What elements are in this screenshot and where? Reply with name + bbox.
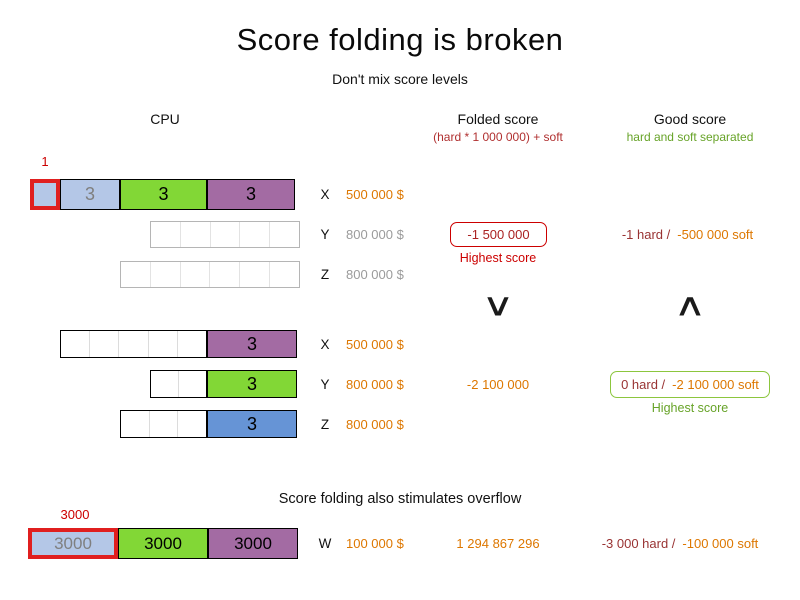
cpu-y-bar-good: 3: [150, 370, 297, 398]
task-segment-green: 3: [120, 179, 207, 210]
empty-cell: [269, 262, 299, 287]
column-header-folded-score: Folded score: [457, 111, 539, 127]
empty-cell: [121, 262, 150, 287]
empty-cell: [149, 262, 180, 287]
empty-cell: [209, 262, 239, 287]
cpu-z-bar-good: 3: [120, 410, 297, 438]
good-score-values: -1 hard / -500 000 soft: [590, 221, 785, 248]
overflow-label-1: 1: [41, 154, 49, 169]
axis-label-y: Y: [320, 227, 330, 242]
axis-label-x: X: [320, 187, 330, 202]
task-segment-purple: 3: [207, 179, 295, 210]
cpu-x-cost: 500 000 $: [346, 187, 404, 202]
soft-score-text: -500 000 soft: [677, 227, 754, 242]
overflow-segment: [30, 179, 60, 210]
task-segment-blue: 3: [207, 410, 297, 438]
overflow-heading: Score folding also stimulates overflow: [278, 491, 522, 507]
good-score-values: -3 000 hard / -100 000 soft: [575, 528, 785, 559]
folded-score-value: 1 294 867 296: [456, 536, 540, 551]
cpu-x-cost: 500 000 $: [346, 336, 404, 352]
soft-score-text: -100 000 soft: [682, 536, 759, 551]
task-segment-blue: 3: [60, 179, 120, 210]
empty-cell: [147, 331, 177, 357]
empty-cell: [239, 222, 269, 247]
empty-cell: [118, 331, 147, 357]
empty-cell: [61, 331, 89, 357]
empty-cell: [209, 222, 240, 247]
empty-cell: [177, 411, 206, 437]
empty-cell: [176, 331, 206, 357]
hard-score-text: -3 000 hard /: [601, 536, 676, 551]
task-segment-purple: 3000: [208, 528, 298, 559]
idle-time: [60, 330, 207, 358]
empty-cell: [178, 371, 206, 397]
cpu-y-bar: [150, 221, 300, 248]
good-greater-than-symbol: ∧: [673, 288, 707, 323]
folded-score-box: -1 500 000: [450, 222, 547, 247]
empty-cell: [179, 222, 210, 247]
good-score-formula: hard and soft separated: [626, 130, 754, 144]
task-segment-green: 3000: [118, 528, 208, 559]
cpu-x-bar-good: 3: [60, 330, 297, 358]
cpu-w-bar: 3000 3000 3000: [28, 528, 298, 559]
good-highest-score-caption: Highest score: [651, 401, 729, 415]
cpu-y-cost: 800 000 $: [346, 376, 404, 392]
good-score-box: 0 hard / -2 100 000 soft: [610, 371, 770, 398]
axis-label-w: W: [318, 536, 332, 551]
empty-cell: [239, 262, 269, 287]
cpu-z-cost: 800 000 $: [346, 267, 404, 282]
cpu-x-bar: 3 3 3: [30, 179, 295, 210]
axis-label-z: Z: [320, 267, 330, 282]
task-segment-purple: 3: [207, 330, 297, 358]
cpu-z-bar: [120, 261, 300, 288]
soft-score-text: -2 100 000 soft: [672, 377, 759, 392]
empty-cell: [148, 411, 178, 437]
axis-label-y: Y: [320, 376, 330, 392]
hard-score-text: 0 hard /: [621, 377, 666, 392]
cpu-y-cost: 800 000 $: [346, 227, 404, 242]
page-title: Score folding is broken: [236, 22, 564, 57]
axis-label-x: X: [320, 336, 330, 352]
idle-time: [150, 370, 207, 398]
axis-label-z: Z: [320, 416, 330, 432]
subtitle: Don't mix score levels: [332, 71, 468, 87]
overflow-label-3000: 3000: [60, 507, 90, 522]
folded-less-than-symbol: ∨: [481, 288, 515, 323]
column-header-cpu: CPU: [150, 111, 180, 127]
task-segment-blue: 3000: [28, 528, 118, 559]
empty-cell: [151, 371, 178, 397]
idle-time: [120, 410, 207, 438]
cpu-z-cost: 800 000 $: [346, 416, 404, 432]
empty-cell: [121, 411, 149, 437]
folded-score-formula: (hard * 1 000 000) + soft: [433, 130, 563, 144]
hard-score-text: -1 hard /: [621, 227, 671, 242]
folded-highest-score-caption: Highest score: [459, 251, 537, 265]
empty-cell: [269, 222, 299, 247]
column-header-good-score: Good score: [653, 111, 727, 127]
empty-cell: [179, 262, 210, 287]
cpu-w-cost: 100 000 $: [346, 536, 404, 551]
task-segment-green: 3: [207, 370, 297, 398]
empty-cell: [151, 222, 180, 247]
empty-cell: [89, 331, 118, 357]
folded-score-value: -2 100 000: [466, 376, 530, 392]
